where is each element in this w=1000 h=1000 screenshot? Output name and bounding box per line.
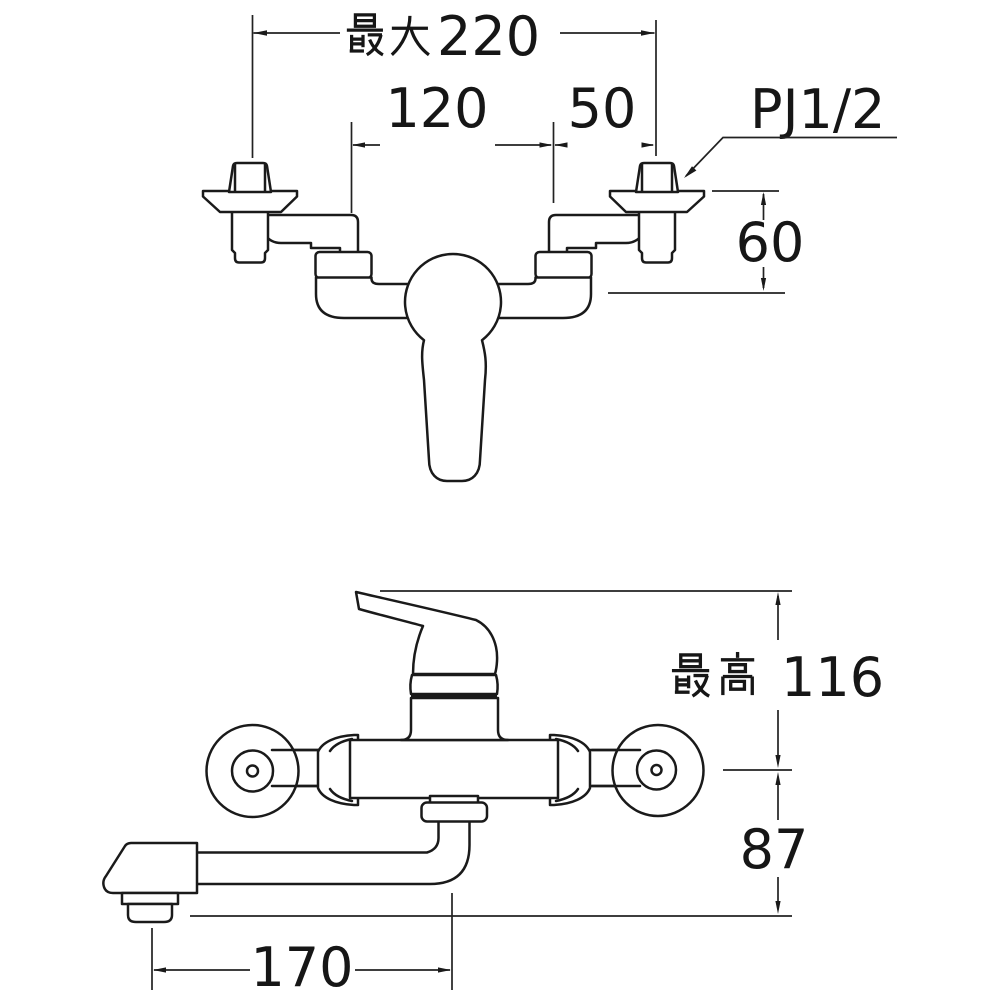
right-pipe-nut <box>634 161 680 194</box>
spout-head <box>102 841 199 895</box>
spout-pipe <box>193 818 471 886</box>
dim-spout-reach-value: 170 <box>250 936 353 999</box>
kanji-max-height-prefix-icon <box>670 650 756 698</box>
top-view-plan: 220 120 50 PJ1/2 <box>201 5 897 483</box>
aerator-ring <box>120 891 180 906</box>
bonnet-collar <box>409 673 499 696</box>
aerator-cup <box>126 902 174 924</box>
mixer-body-and-lever-plan <box>403 252 503 483</box>
dimension-60: 60 <box>608 190 805 294</box>
dimension-max-width: 220 <box>253 5 655 68</box>
extension-lines-top <box>251 15 657 213</box>
thread-callout: PJ1/2 <box>684 78 897 178</box>
left-flange-hole <box>245 764 260 778</box>
lever-handle-front <box>354 590 499 676</box>
kanji-max-width-prefix-icon <box>345 13 431 57</box>
mixer-body-front <box>348 738 560 800</box>
right-connector-body <box>637 208 677 264</box>
dimension-120: 120 <box>352 77 553 148</box>
dim-wall-offset-value: 60 <box>736 211 805 274</box>
dimension-87: 87 <box>740 772 809 914</box>
left-union-nut <box>314 250 373 280</box>
left-inlet-elbow <box>314 276 414 320</box>
cartridge-neck <box>399 696 510 742</box>
right-wall-connector <box>493 161 706 320</box>
dimension-50: 50 <box>554 77 655 148</box>
right-flange <box>608 189 706 214</box>
right-crank-arm <box>547 213 651 255</box>
front-view: 116 87 170 <box>102 590 884 999</box>
dimension-170: 170 <box>151 893 453 999</box>
dim-max-height-value: 116 <box>781 646 884 709</box>
left-connector-body <box>230 208 270 264</box>
dim-max-width-value: 220 <box>437 5 540 68</box>
dimension-max-height: 116 <box>670 592 884 768</box>
dim-center-to-outlet-value: 87 <box>740 818 809 881</box>
right-union-nut <box>534 250 593 280</box>
dim-right-span-value: 50 <box>568 77 637 140</box>
thread-label: PJ1/2 <box>750 78 885 141</box>
left-wall-flange <box>205 723 324 819</box>
left-pipe-nut <box>227 161 273 194</box>
left-flange <box>201 189 299 214</box>
left-crank-arm <box>256 213 360 255</box>
dim-left-span-value: 120 <box>385 77 488 140</box>
spout-collar-nut <box>420 801 489 823</box>
right-wall-flange <box>590 723 705 818</box>
right-inlet-elbow <box>493 276 593 320</box>
left-wall-connector <box>201 161 414 320</box>
right-flange-hole <box>650 763 663 777</box>
